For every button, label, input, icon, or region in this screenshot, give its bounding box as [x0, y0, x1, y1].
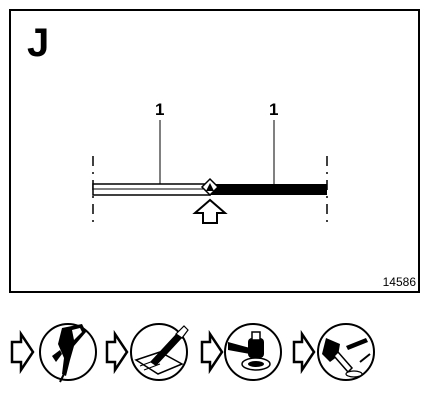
step-arrow-icon — [200, 329, 224, 375]
scraper-tool-icon — [130, 323, 189, 381]
step-arrow-icon — [10, 329, 35, 375]
callout-label-right: 1 — [269, 100, 279, 119]
drill-tool-icon — [39, 323, 97, 383]
strip-dark-section — [210, 184, 327, 195]
strip-diagram — [92, 120, 328, 225]
step-arrow-icon — [105, 329, 129, 375]
paint-brush-icon — [317, 323, 375, 381]
figure-number: 14586 — [382, 275, 416, 289]
junction-triangle-icon — [206, 183, 214, 191]
step-arrow-icon — [292, 329, 316, 375]
callout-label-left: 1 — [155, 100, 165, 119]
sander-tool-icon — [224, 323, 282, 381]
panel-letter: J — [27, 21, 50, 65]
up-arrow-icon — [192, 198, 228, 224]
illustration-panel: J 1 1 14586 — [9, 9, 420, 293]
procedure-step-icons — [10, 323, 375, 383]
